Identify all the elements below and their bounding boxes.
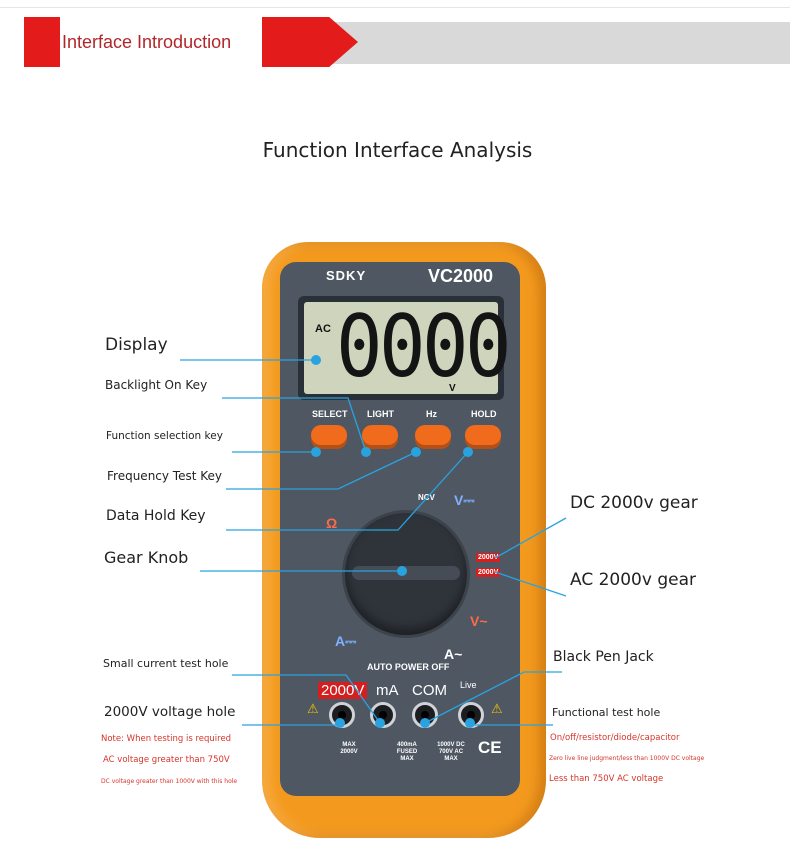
callout-small-current-hole: Small current test hole bbox=[103, 657, 229, 670]
section-banner-accent-left bbox=[24, 17, 60, 67]
dial-vdc-label: V⎓ bbox=[454, 492, 475, 508]
dial-ohm-label: Ω bbox=[326, 515, 338, 531]
brand-logo: SDKY bbox=[326, 268, 367, 283]
jack-2000v[interactable] bbox=[329, 702, 355, 728]
jack-function-label: Live bbox=[460, 680, 477, 690]
callout-backlight-key: Backlight On Key bbox=[105, 378, 208, 392]
jack-ma[interactable] bbox=[370, 702, 396, 728]
section-title: Interface Introduction bbox=[62, 32, 232, 52]
callout-2000v-voltage-hole: 2000V voltage hole bbox=[104, 704, 236, 720]
callout-display: Display bbox=[105, 335, 168, 355]
jack-com-label: COM bbox=[412, 682, 447, 699]
rating-text: 2000V bbox=[340, 749, 358, 755]
lcd-unit: V bbox=[449, 383, 456, 394]
jack-function[interactable] bbox=[458, 702, 484, 728]
hold-key-label: HOLD bbox=[471, 409, 497, 419]
callout-ac-2000v-gear: AC 2000v gear bbox=[570, 570, 696, 590]
hold-key[interactable] bbox=[465, 425, 501, 449]
callout-data-hold-key: Data Hold Key bbox=[106, 508, 206, 524]
dial-adc-label: A⎓ bbox=[335, 633, 357, 649]
knob-pointer bbox=[352, 566, 460, 580]
note-function-3: Less than 750V AC voltage bbox=[549, 774, 664, 784]
jack-com[interactable] bbox=[412, 702, 438, 728]
top-rule bbox=[0, 0, 790, 8]
lcd-digits: 0000 bbox=[336, 297, 512, 397]
select-key-label: SELECT bbox=[312, 409, 348, 419]
rating-text: MAX bbox=[400, 756, 414, 762]
jack-ma-label: mA bbox=[376, 682, 399, 699]
callout-functional-test-hole: Functional test hole bbox=[552, 706, 661, 719]
select-key[interactable] bbox=[311, 425, 347, 449]
dial-vac-label: V~ bbox=[470, 613, 488, 629]
note-voltage-2: AC voltage greater than 750V bbox=[103, 755, 230, 765]
rating-com: 1000V DC 700V AC MAX bbox=[434, 742, 468, 763]
light-key-label: LIGHT bbox=[367, 409, 394, 419]
rating-text: 700V AC bbox=[438, 749, 464, 755]
callout-frequency-key: Frequency Test Key bbox=[107, 469, 223, 483]
lcd-ac-indicator: AC bbox=[315, 323, 331, 335]
dial-aac-label: A~ bbox=[444, 646, 463, 662]
page-title: Function Interface Analysis bbox=[262, 138, 533, 162]
note-voltage-1: Note: When testing is required bbox=[101, 734, 232, 744]
note-voltage-3: DC voltage greater than 1000V with this … bbox=[101, 778, 238, 785]
rating-2000v: MAX 2000V bbox=[336, 742, 362, 756]
auto-power-off-label: AUTO POWER OFF bbox=[367, 662, 450, 672]
note-function-2: Zero live line judgment/less than 1000V … bbox=[549, 755, 705, 762]
warning-icon: ⚠ bbox=[491, 702, 503, 717]
lcd-display bbox=[304, 302, 498, 394]
rating-text: 400mA bbox=[397, 742, 417, 748]
model-label: VC2000 bbox=[428, 266, 494, 286]
callout-black-pen-jack: Black Pen Jack bbox=[553, 649, 654, 665]
note-function-1: On/off/resistor/diode/capacitor bbox=[550, 733, 680, 743]
rating-ma: 400mA FUSED MAX bbox=[391, 742, 423, 763]
callout-dc-2000v-gear: DC 2000v gear bbox=[570, 493, 698, 513]
callout-gear-knob: Gear Knob bbox=[104, 548, 189, 567]
hz-key-label: Hz bbox=[426, 409, 437, 419]
rating-text: MAX bbox=[444, 756, 458, 762]
rating-text: 1000V DC bbox=[437, 742, 465, 748]
dial-ac-2000v-badge: 2000V bbox=[476, 568, 501, 577]
callout-function-select-key: Function selection key bbox=[106, 430, 223, 442]
rating-text: MAX bbox=[342, 742, 356, 748]
dial-ncv-label: NCV bbox=[418, 493, 435, 502]
ce-mark: CE bbox=[478, 738, 502, 757]
hz-key[interactable] bbox=[415, 425, 451, 449]
dial-dc-2000v-badge: 2000V bbox=[476, 553, 501, 562]
light-key[interactable] bbox=[362, 425, 398, 449]
warning-icon: ⚠ bbox=[307, 702, 319, 717]
rating-text: FUSED bbox=[396, 749, 418, 755]
jack-2000v-label: 2000V bbox=[318, 682, 368, 699]
